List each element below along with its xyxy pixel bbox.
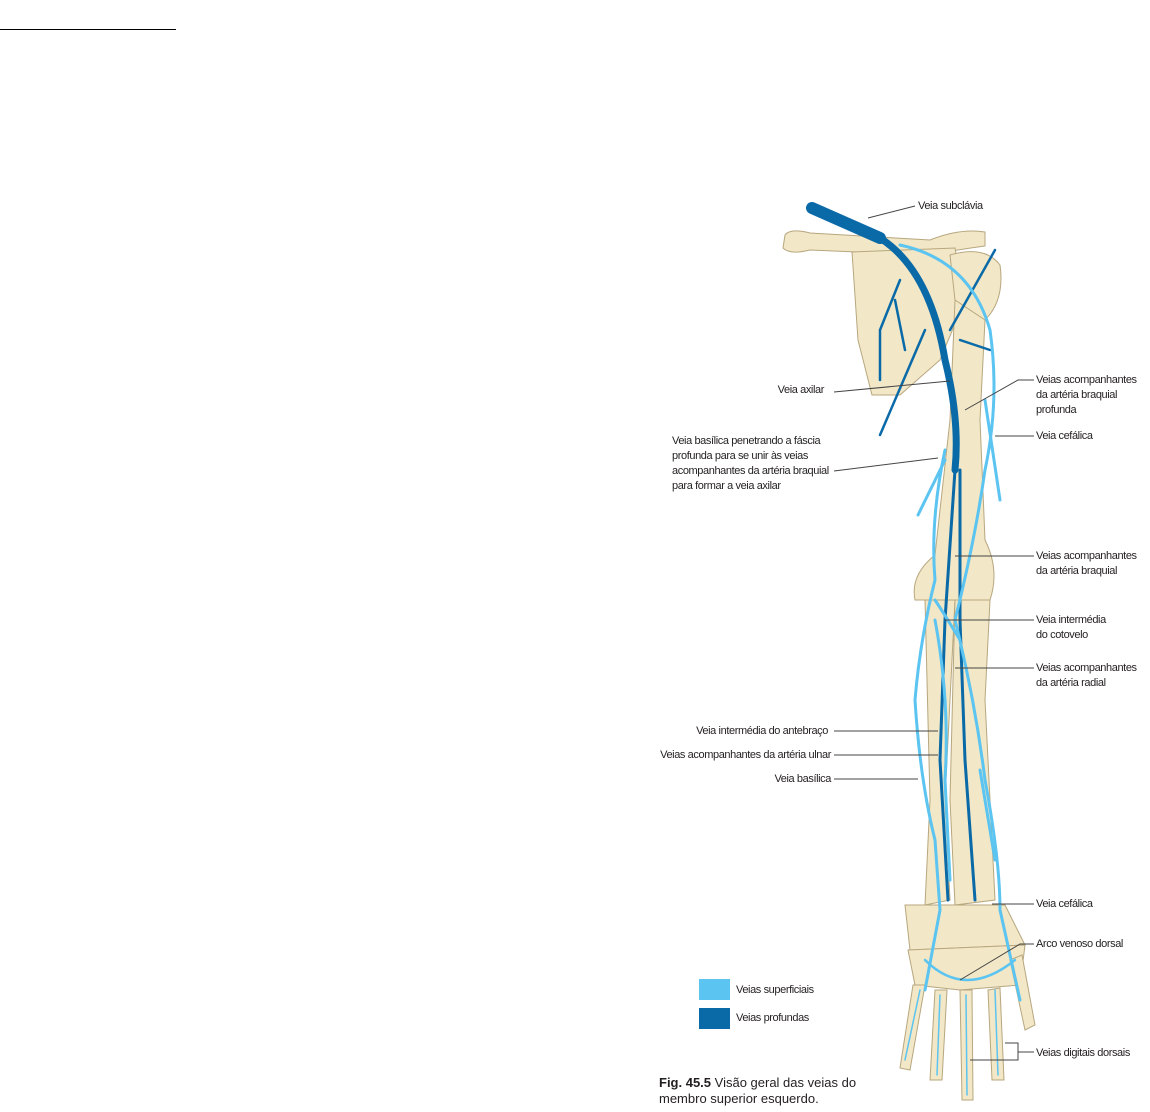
deep-veins: [806, 202, 997, 902]
cephalic-vein: [898, 243, 1022, 1002]
label-ulnar-veins: Veias acompanhantes da artéria ulnar: [660, 749, 831, 761]
caption-text-2: membro superior esquerdo.: [659, 1091, 819, 1106]
dorsal-venous-arch: [923, 958, 1017, 982]
caption-text: Visão geral das veias do: [711, 1075, 857, 1090]
label-line: Veias acompanhantes: [1036, 662, 1137, 674]
label-median-cubital: Veia intermédia do cotovelo: [1036, 613, 1106, 643]
label-basilic-penetrating: Veia basílica penetrando a fáscia profun…: [672, 434, 829, 494]
label-line: acompanhantes da artéria braquial: [672, 465, 829, 477]
bones: [782, 230, 1036, 1101]
label-line: Veias acompanhantes: [1036, 374, 1137, 386]
label-line: da artéria braquial: [1036, 565, 1118, 577]
axillary-vein: [876, 234, 960, 474]
median-forearm-vein: [933, 618, 952, 882]
legend-swatch-superficial: [699, 979, 730, 1000]
top-rule: [0, 29, 176, 30]
metacarpals: [907, 944, 1026, 991]
superficial-veins: [898, 243, 1022, 1096]
label-basilic-vein: Veia basílica: [774, 773, 831, 785]
label-subclavian-vein: Veia subclávia: [918, 200, 983, 212]
legend-label-superficial: Veias superficiais: [736, 984, 814, 996]
label-cephalic-upper: Veia cefálica: [1036, 430, 1093, 442]
label-line: Veia basílica penetrando a fáscia: [672, 435, 821, 447]
basilic-vein: [913, 448, 947, 992]
label-brachial-veins: Veias acompanhantes da artéria braquial: [1036, 549, 1137, 579]
label-line: da artéria radial: [1036, 677, 1106, 689]
legend-label-deep: Veias profundas: [736, 1012, 809, 1024]
legend-swatch-deep: [699, 1008, 730, 1029]
figure-caption: Fig. 45.5 Visão geral das veias do membr…: [659, 1075, 856, 1107]
label-line: da artéria braquial: [1036, 389, 1118, 401]
leader-lines: [833, 205, 1034, 1061]
label-radial-veins: Veias acompanhantes da artéria radial: [1036, 661, 1137, 691]
label-cephalic-lower: Veia cefálica: [1036, 898, 1093, 910]
subclavian-vein: [806, 202, 886, 244]
label-dorsal-digital: Veias digitais dorsais: [1036, 1047, 1130, 1059]
label-line: profunda: [1036, 404, 1077, 416]
thumb: [1009, 954, 1036, 1031]
label-median-forearm: Veia intermédia do antebraço: [696, 725, 828, 737]
label-line: do cotovelo: [1036, 629, 1088, 641]
label-line: para formar a veia axilar: [672, 480, 781, 492]
label-dorsal-arch: Arco venoso dorsal: [1036, 938, 1123, 950]
label-deep-brachial-veins: Veias acompanhantes da artéria braquial …: [1036, 373, 1137, 418]
label-axillary-vein: Veia axilar: [777, 384, 825, 396]
figure-number: Fig. 45.5: [659, 1075, 712, 1090]
label-line: Veia intermédia: [1036, 614, 1106, 626]
label-line: Veias acompanhantes: [1036, 550, 1137, 562]
label-line: profunda para se unir às veias: [672, 450, 808, 462]
median-cubital-vein: [933, 598, 962, 642]
